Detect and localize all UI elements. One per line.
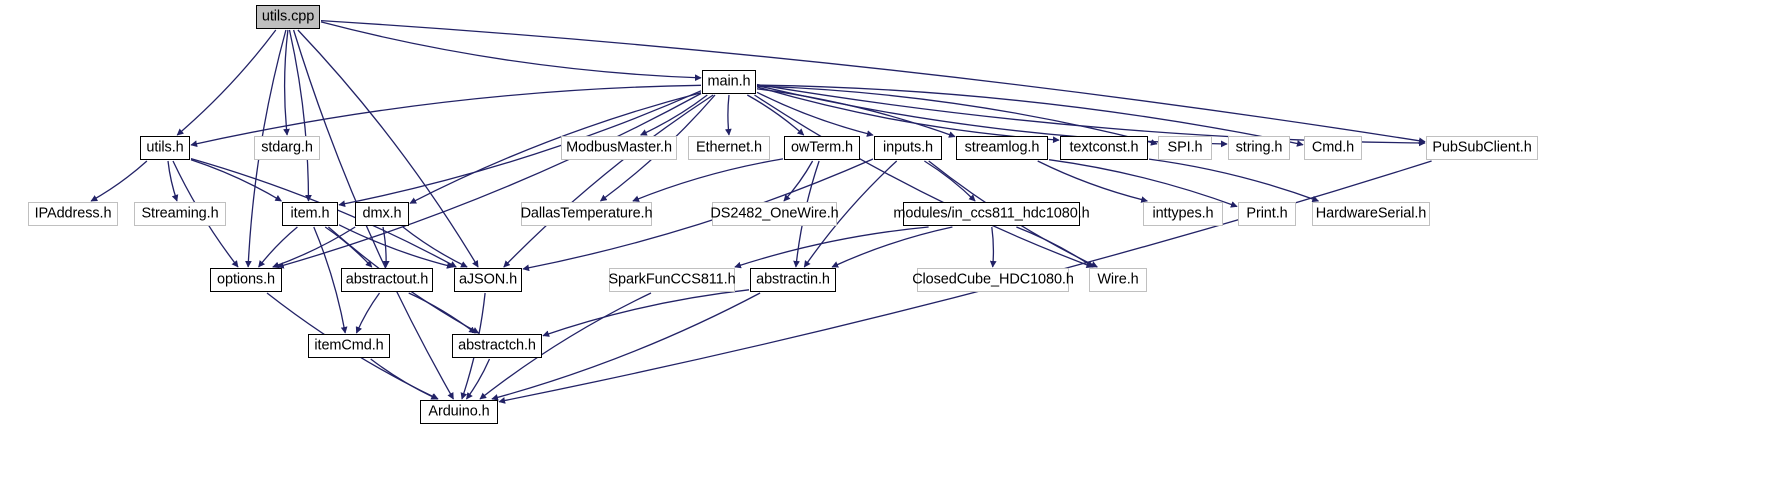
graph-node-ds2482-h[interactable]: DS2482_OneWire.h (710, 202, 839, 226)
graph-node-cmd-h[interactable]: Cmd.h (1304, 136, 1362, 160)
graph-node-label: ClosedCube_HDC1080.h (912, 271, 1074, 288)
graph-node-options-h[interactable]: options.h (210, 268, 282, 292)
graph-node-label: itemCmd.h (314, 337, 384, 354)
graph-node-sparkfunccs811-h[interactable]: SparkFunCCS811.h (608, 268, 736, 292)
graph-node-label: Arduino.h (428, 403, 490, 420)
graph-node-label: stdarg.h (261, 139, 313, 156)
graph-node-owterm-h[interactable]: owTerm.h (784, 136, 860, 160)
graph-node-label: inttypes.h (1152, 205, 1214, 222)
graph-node-label: Streaming.h (141, 205, 219, 222)
graph-node-label: PubSubClient.h (1432, 139, 1532, 156)
graph-node-abstractin-h[interactable]: abstractin.h (750, 268, 836, 292)
graph-node-label: abstractch.h (458, 337, 536, 354)
graph-node-label: abstractout.h (345, 271, 429, 288)
graph-node-inputs-h[interactable]: inputs.h (874, 136, 942, 160)
graph-node-label: item.h (290, 205, 330, 222)
graph-node-itemcmd-h[interactable]: itemCmd.h (308, 334, 390, 358)
graph-node-label: HardwareSerial.h (1315, 205, 1427, 222)
graph-node-streaming-h[interactable]: Streaming.h (134, 202, 226, 226)
graph-node-label: main.h (707, 73, 751, 90)
graph-node-label: abstractin.h (756, 271, 830, 288)
graph-node-label: IPAddress.h (34, 205, 112, 222)
graph-node-label: dmx.h (362, 205, 402, 222)
graph-node-label: owTerm.h (790, 139, 854, 156)
graph-node-label: inputs.h (883, 139, 933, 156)
graph-node-label: string.h (1235, 139, 1283, 156)
graph-node-spi-h[interactable]: SPI.h (1158, 136, 1212, 160)
graph-node-label: aJSON.h (458, 271, 518, 288)
graph-node-dallastemp-h[interactable]: DallasTemperature.h (521, 202, 653, 226)
graph-node-textconst-h[interactable]: textconst.h (1060, 136, 1148, 160)
graph-node-item-h[interactable]: item.h (282, 202, 338, 226)
graph-node-label: streamlog.h (964, 139, 1040, 156)
graph-node-label: Ethernet.h (696, 139, 762, 156)
graph-node-streamlog-h[interactable]: streamlog.h (956, 136, 1048, 160)
graph-node-label: options.h (217, 271, 275, 288)
graph-node-hardwareserial-h[interactable]: HardwareSerial.h (1312, 202, 1430, 226)
graph-node-modbusmaster-h[interactable]: ModbusMaster.h (561, 136, 677, 160)
graph-node-utils-cpp[interactable]: utils.cpp (256, 5, 320, 29)
graph-node-label: Wire.h (1097, 271, 1139, 288)
graph-node-stdarg-h[interactable]: stdarg.h (254, 136, 320, 160)
graph-node-print-h[interactable]: Print.h (1238, 202, 1296, 226)
graph-node-abstractout-h[interactable]: abstractout.h (341, 268, 433, 292)
graph-node-wire-h[interactable]: Wire.h (1089, 268, 1147, 292)
graph-node-label: textconst.h (1069, 139, 1139, 156)
graph-node-label: utils.cpp (261, 8, 315, 25)
graph-node-abstractch-h[interactable]: abstractch.h (452, 334, 542, 358)
graph-node-closedcube-h[interactable]: ClosedCube_HDC1080.h (912, 268, 1074, 292)
graph-node-pubsubclient-h[interactable]: PubSubClient.h (1426, 136, 1538, 160)
graph-node-inttypes-h[interactable]: inttypes.h (1143, 202, 1223, 226)
graph-node-label: modules/in_ccs811_hdc1080.h (893, 205, 1090, 222)
graph-node-dmx-h[interactable]: dmx.h (355, 202, 409, 226)
graph-node-label: DallasTemperature.h (520, 205, 653, 222)
graph-node-label: SparkFunCCS811.h (608, 271, 736, 288)
graph-node-arduino-h[interactable]: Arduino.h (420, 400, 498, 424)
graph-node-ethernet-h[interactable]: Ethernet.h (688, 136, 770, 160)
graph-node-main-h[interactable]: main.h (702, 70, 756, 94)
graph-node-ajson-h[interactable]: aJSON.h (454, 268, 522, 292)
graph-node-label: Print.h (1246, 205, 1288, 222)
graph-node-string-h[interactable]: string.h (1228, 136, 1290, 160)
graph-node-label: SPI.h (1167, 139, 1203, 156)
graph-node-label: DS2482_OneWire.h (710, 205, 839, 222)
graph-node-label: utils.h (146, 139, 184, 156)
graph-node-label: ModbusMaster.h (566, 139, 672, 156)
graph-node-ccs811-hdc1080-h[interactable]: modules/in_ccs811_hdc1080.h (893, 202, 1090, 226)
graph-node-ipaddress-h[interactable]: IPAddress.h (28, 202, 118, 226)
graph-node-utils-h[interactable]: utils.h (140, 136, 190, 160)
graph-node-label: Cmd.h (1311, 139, 1355, 156)
